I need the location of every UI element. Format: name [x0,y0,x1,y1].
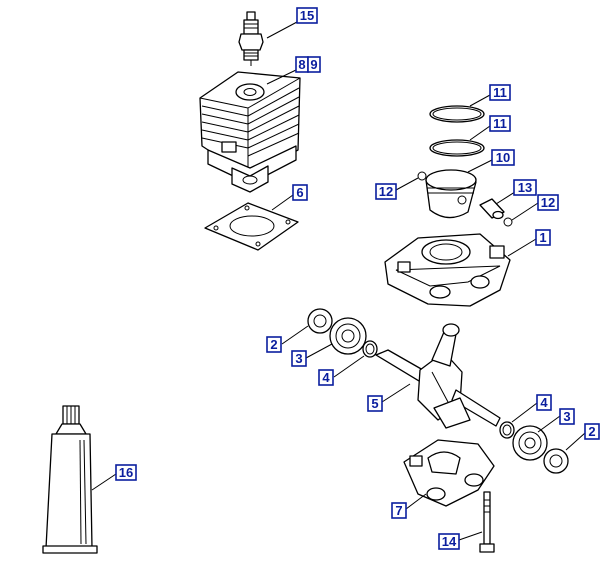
svg-text:3: 3 [295,351,302,366]
svg-text:9: 9 [310,57,317,72]
spark-plug [238,11,264,66]
callout-4-left[interactable]: 4 [318,369,334,386]
callout-5[interactable]: 5 [367,395,383,412]
callout-2-right[interactable]: 2 [584,423,600,440]
callout-16[interactable]: 16 [115,464,137,481]
callout-3-left[interactable]: 3 [291,350,307,367]
callout-15[interactable]: 15 [296,7,318,24]
oil-seal-right [543,448,569,474]
leader-lines [91,21,586,541]
ball-bearing-right [512,425,548,461]
callout-9[interactable]: 9 [307,56,321,73]
callout-2-left[interactable]: 2 [266,336,282,353]
callout-13[interactable]: 13 [513,179,537,196]
crankcase-upper [384,233,511,307]
svg-text:11: 11 [493,85,507,100]
grease-tube [42,405,98,554]
svg-text:2: 2 [588,424,595,439]
callout-12-left[interactable]: 12 [375,183,397,200]
svg-text:15: 15 [300,8,314,23]
ball-bearing-left [329,317,367,355]
callout-14[interactable]: 14 [438,533,460,550]
callout-4-right[interactable]: 4 [536,394,552,411]
oil-seal-left [307,308,333,334]
svg-text:4: 4 [322,370,330,385]
callout-11-upper[interactable]: 11 [489,84,511,101]
circlip-left [417,171,427,181]
piston [425,169,477,219]
callout-3-right[interactable]: 3 [559,408,575,425]
svg-text:12: 12 [379,184,393,199]
callout-6[interactable]: 6 [292,184,308,201]
svg-text:3: 3 [563,409,570,424]
svg-text:16: 16 [119,465,133,480]
svg-text:11: 11 [493,116,507,131]
svg-text:6: 6 [296,185,303,200]
ring-right [499,421,515,439]
svg-text:12: 12 [541,195,555,210]
svg-text:2: 2 [270,337,277,352]
screw [479,491,495,553]
circlip-right [503,217,513,227]
callout-10[interactable]: 10 [491,149,515,166]
callout-11-lower[interactable]: 11 [489,115,511,132]
callout-8[interactable]: 8 [295,56,309,73]
callout-12-right[interactable]: 12 [537,194,559,211]
svg-text:10: 10 [496,150,510,165]
svg-text:8: 8 [298,57,305,72]
svg-text:1: 1 [539,230,546,245]
callout-1[interactable]: 1 [535,229,551,246]
crankshaft [375,323,501,429]
svg-text:13: 13 [518,180,532,195]
svg-text:5: 5 [371,396,378,411]
crankcase-lower [403,439,495,507]
svg-text:4: 4 [540,395,548,410]
piston-rings [429,105,485,157]
cylinder [199,71,301,193]
cylinder-gasket [204,202,299,251]
callout-7[interactable]: 7 [391,502,407,519]
svg-text:14: 14 [442,534,457,549]
piston-pin [479,198,505,220]
ring-left [362,340,378,358]
svg-text:7: 7 [395,503,402,518]
